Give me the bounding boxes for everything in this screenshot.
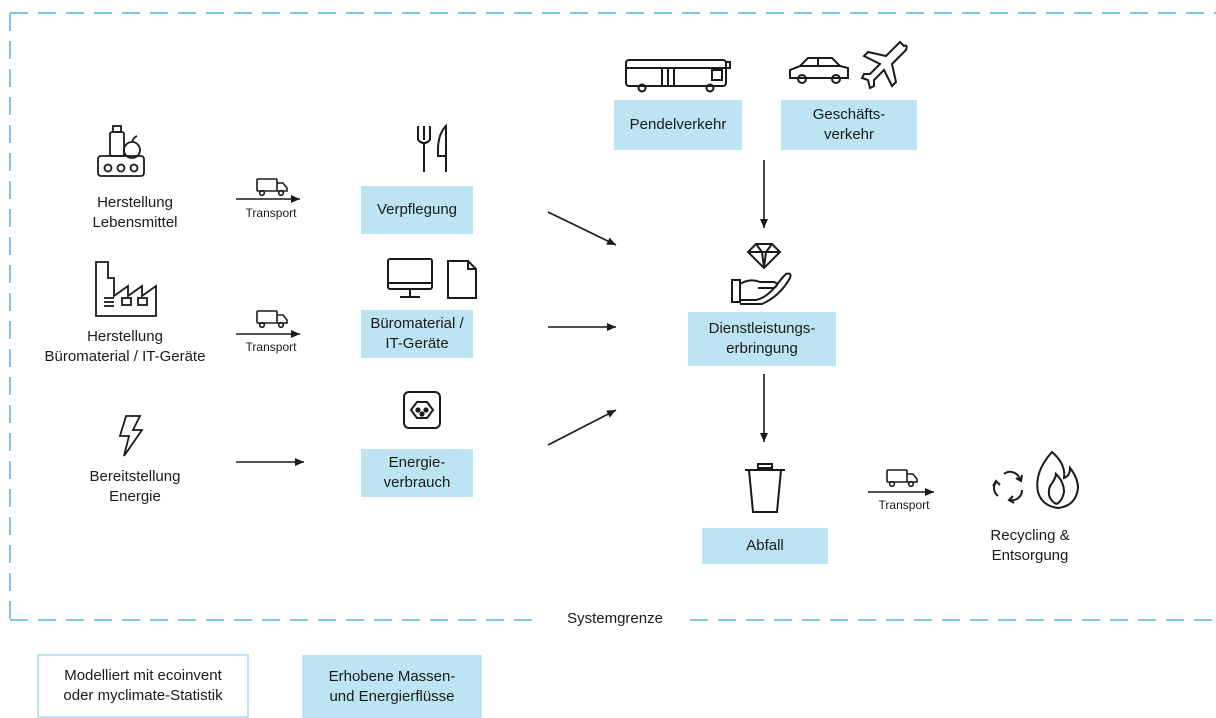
legend-modelled: Modelliert mit ecoinvent oder myclimate-…	[37, 654, 249, 718]
box-commuting: Pendelverkehr	[614, 100, 742, 150]
transport-label: Transport	[878, 498, 930, 512]
arrow-catering-service	[547, 211, 617, 246]
box-business-travel: Geschäfts- verkehr	[781, 100, 917, 150]
diamond-hand-icon	[731, 243, 792, 305]
document-icon	[447, 260, 477, 299]
source-food-label: Herstellung Lebensmittel	[92, 194, 178, 231]
flame-icon	[1036, 450, 1080, 510]
power-socket-icon	[403, 391, 441, 429]
plane-icon	[860, 40, 908, 90]
cutlery-icon	[417, 123, 447, 172]
truck-icon	[886, 469, 918, 488]
box-energy-use: Energie- verbrauch	[361, 449, 473, 497]
trash-bin-icon	[745, 463, 785, 513]
truck-icon	[256, 178, 288, 197]
lightning-icon	[118, 415, 144, 457]
source-energy-label: Bereitstellung Energie	[89, 468, 181, 505]
bus-icon	[625, 59, 731, 93]
system-boundary-label: Systemgrenze	[567, 610, 663, 627]
factory-icon	[95, 261, 157, 317]
box-waste: Abfall	[702, 528, 828, 564]
truck-icon	[256, 310, 288, 329]
box-catering: Verpflegung	[361, 186, 473, 234]
legend-collected: Erhobene Massen- und Energierflüsse	[302, 655, 482, 718]
monitor-icon	[387, 258, 433, 298]
box-service: Dienstleistungs- erbringung	[688, 312, 836, 366]
arrow-energy-service	[547, 409, 617, 446]
car-icon	[789, 57, 849, 84]
box-office-material: Büromaterial / IT-Geräte	[361, 310, 473, 358]
source-office-label: Herstellung Büromaterial / IT-Geräte	[44, 328, 206, 365]
end-of-life-label: Recycling & Entsorgung	[990, 527, 1070, 564]
recycling-icon	[992, 470, 1024, 504]
transport-label: Transport	[245, 206, 297, 220]
food-production-icon	[97, 125, 145, 177]
transport-label: Transport	[245, 340, 297, 354]
